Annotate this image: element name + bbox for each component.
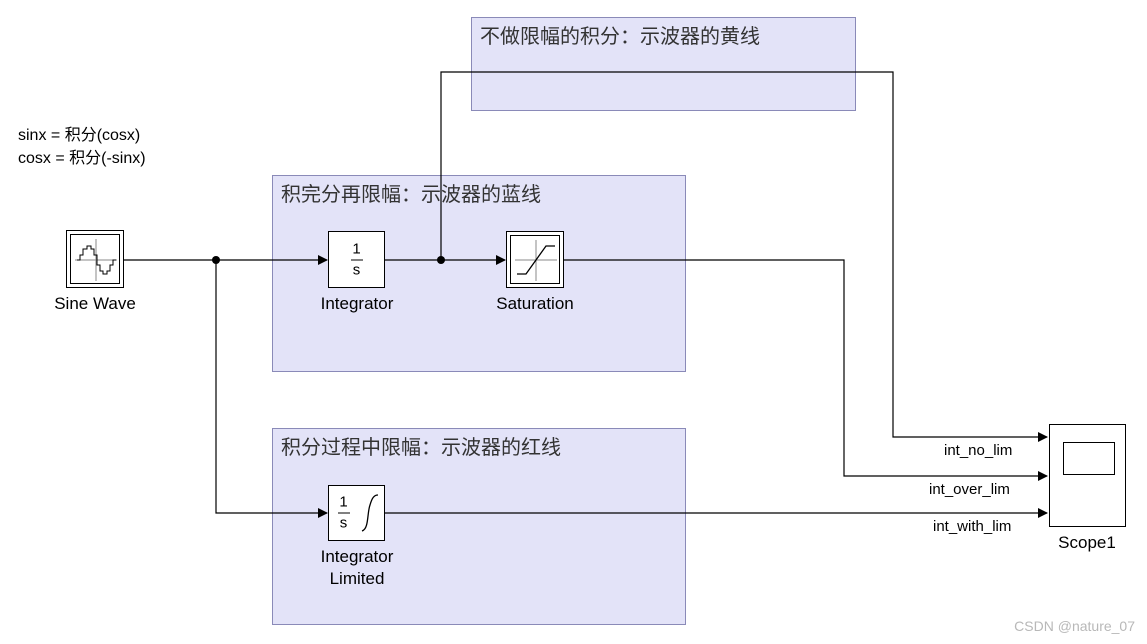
area-limit-during-integration[interactable]: 积分过程中限幅：示波器的红线 bbox=[272, 428, 686, 625]
wire-sine-to-integrator-limited bbox=[215, 260, 328, 518]
branch-point-sine bbox=[212, 256, 220, 264]
integrator-limited-numerator: 1 bbox=[339, 493, 348, 511]
integrator-limited-label: Integrator Limited bbox=[307, 546, 407, 590]
wire-int-over-lim bbox=[564, 259, 1048, 481]
saturation-icon bbox=[510, 235, 560, 284]
integrator-block[interactable]: 1 s bbox=[328, 231, 385, 288]
area-limit-during-integration-title: 积分过程中限幅：示波器的红线 bbox=[281, 435, 561, 459]
integrator-limited-label-line-2: Limited bbox=[329, 569, 385, 588]
area-integrate-then-limit-title: 积完分再限幅：示波器的蓝线 bbox=[281, 182, 541, 206]
annotation-line-1: sinx = 积分(cosx) bbox=[18, 127, 141, 144]
annotation-note: sinx = 积分(cosx) cosx = 积分(-sinx) bbox=[18, 124, 146, 170]
sine-wave-block[interactable] bbox=[66, 230, 124, 288]
sine-wave-label: Sine Wave bbox=[54, 294, 136, 313]
integrator-limited-block[interactable]: 1 s bbox=[328, 485, 385, 541]
integrator-limit-curve-icon bbox=[361, 494, 379, 532]
area-no-limit[interactable]: 不做限幅的积分：示波器的黄线 bbox=[471, 17, 856, 111]
signal-label-int-no-lim: int_no_lim bbox=[944, 442, 1013, 459]
signal-label-int-over-lim: int_over_lim bbox=[929, 481, 1010, 498]
integrator-numerator: 1 bbox=[352, 240, 361, 257]
integrator-transfer-function: 1 s bbox=[329, 241, 384, 278]
integrator-label: Integrator bbox=[320, 294, 394, 313]
branch-point-integrator bbox=[437, 256, 445, 264]
watermark: CSDN @nature_07 bbox=[1014, 618, 1135, 634]
wire-int-no-lim bbox=[440, 71, 1048, 442]
integrator-denominator: s bbox=[352, 261, 361, 278]
saturation-label: Saturation bbox=[496, 294, 574, 313]
signal-label-int-with-lim: int_with_lim bbox=[933, 518, 1012, 535]
annotation-line-2: cosx = 积分(-sinx) bbox=[18, 150, 146, 167]
saturation-block[interactable] bbox=[506, 231, 564, 288]
sine-wave-icon bbox=[70, 234, 120, 284]
integrator-limited-denominator: s bbox=[339, 514, 348, 532]
scope-block[interactable] bbox=[1049, 424, 1126, 527]
area-no-limit-title: 不做限幅的积分：示波器的黄线 bbox=[480, 24, 760, 48]
scope-screen-icon bbox=[1063, 442, 1115, 475]
integrator-limited-transfer-function: 1 s bbox=[329, 493, 358, 532]
scope-label: Scope1 bbox=[1058, 533, 1116, 552]
integrator-limited-label-line-1: Integrator bbox=[320, 547, 394, 566]
